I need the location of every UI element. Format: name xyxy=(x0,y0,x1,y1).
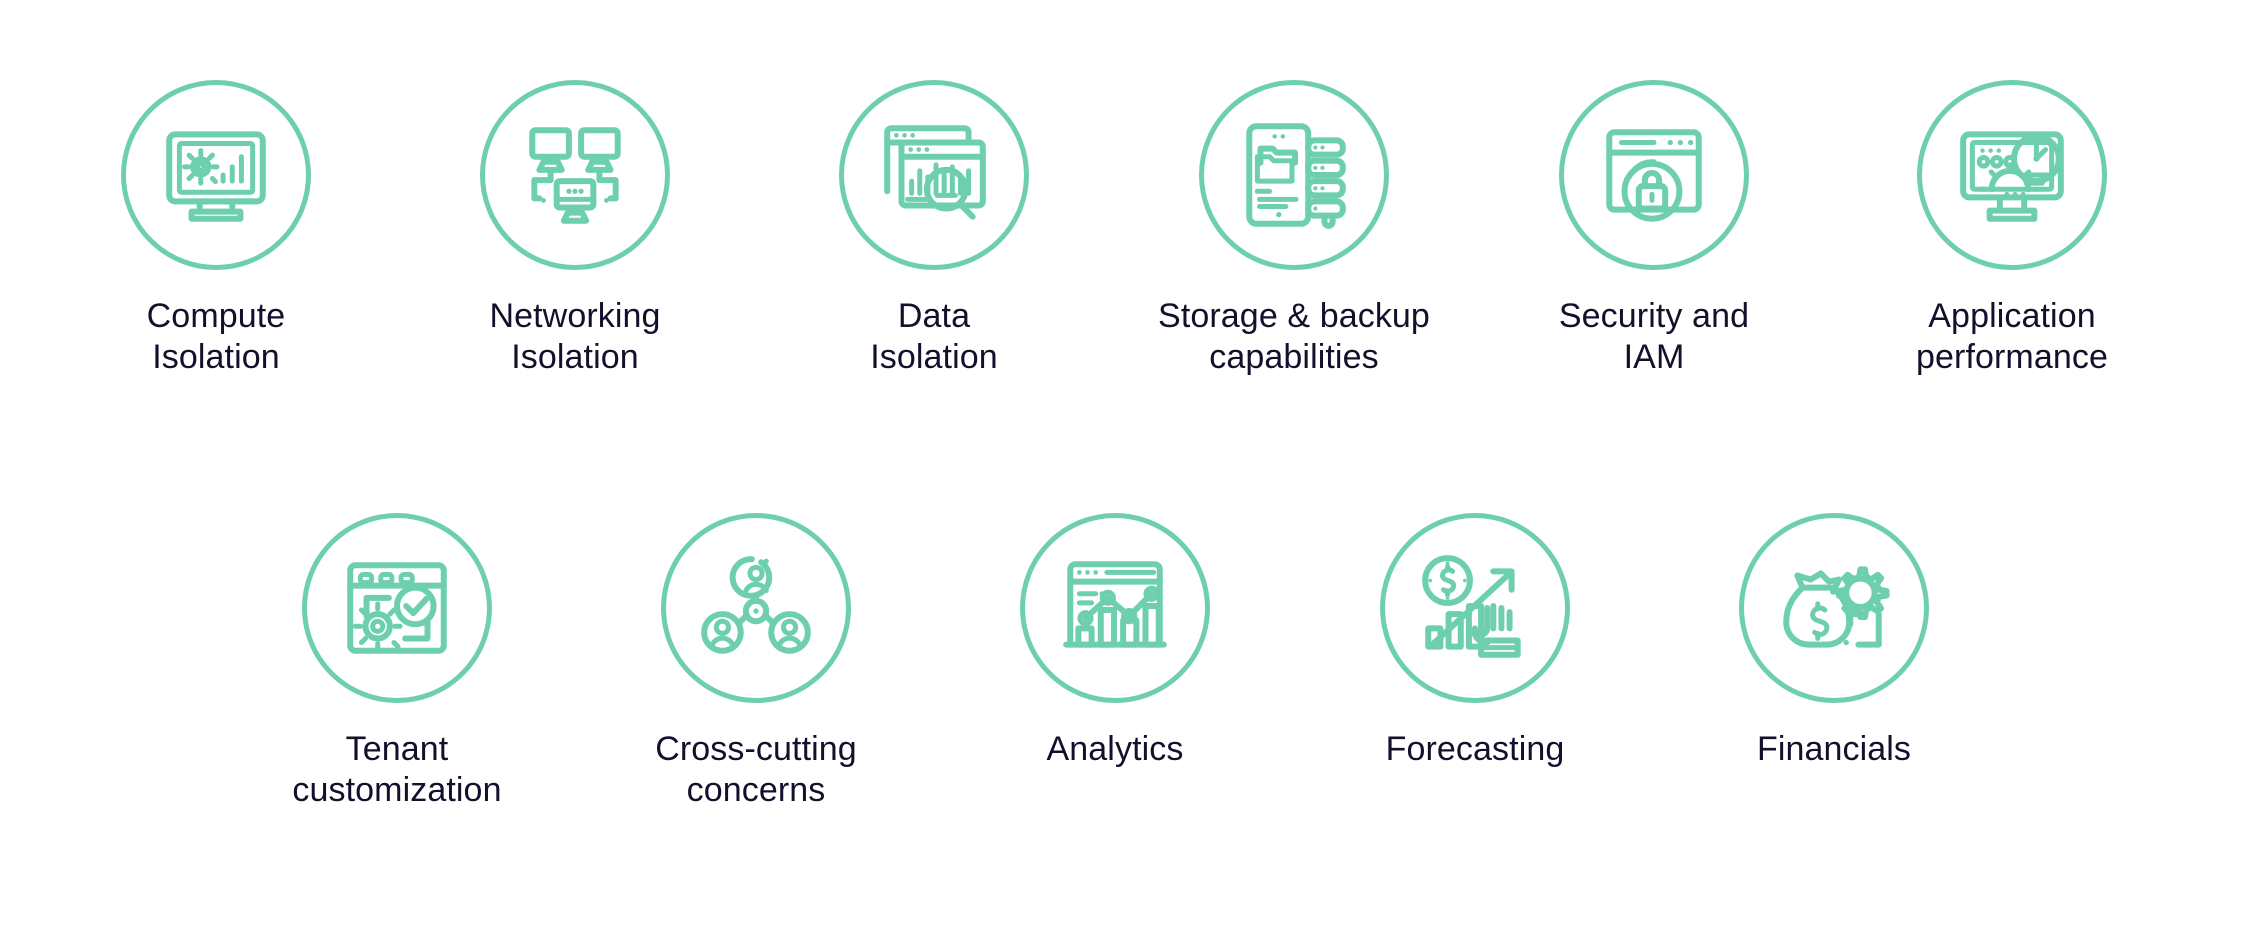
capability-icon-badge xyxy=(480,80,670,270)
browser-padlock-icon xyxy=(1593,114,1715,236)
capability-networking-isolation[interactable]: Networking Isolation xyxy=(425,80,725,379)
coin-growth-hand-icon xyxy=(1414,547,1536,669)
capability-storage-backup[interactable]: Storage & backup capabilities xyxy=(1144,80,1444,379)
capability-label: Cross-cutting concerns xyxy=(655,730,857,810)
network-monitors-icon xyxy=(514,114,636,236)
users-hub-network-icon xyxy=(695,547,817,669)
capability-icon-badge xyxy=(839,80,1029,270)
capability-icon-badge xyxy=(1199,80,1389,270)
capability-cross-cutting-concerns[interactable]: Cross-cutting concerns xyxy=(606,513,906,812)
capability-label: Tenant customization xyxy=(292,730,502,810)
monitor-gauge-gear-icon xyxy=(1951,114,2073,236)
capability-security-iam[interactable]: Security and IAM xyxy=(1504,80,1804,379)
capability-icon-badge xyxy=(661,513,851,703)
capability-icon-badge xyxy=(1739,513,1929,703)
device-folders-servers-icon xyxy=(1233,114,1355,236)
windows-chart-magnifier-icon xyxy=(873,114,995,236)
capability-label: Forecasting xyxy=(1385,730,1565,768)
monitor-gear-chart-icon xyxy=(155,114,277,236)
capability-label: Analytics xyxy=(1046,730,1184,768)
capability-tenant-customization[interactable]: Tenant customization xyxy=(247,513,547,812)
capability-compute-isolation[interactable]: Compute Isolation xyxy=(66,80,366,379)
capability-label: Application performance xyxy=(1916,297,2108,377)
capability-label: Security and IAM xyxy=(1558,297,1750,377)
capability-analytics[interactable]: Analytics xyxy=(965,513,1265,770)
capability-icon-badge xyxy=(1020,513,1210,703)
capability-icon-badge xyxy=(121,80,311,270)
capability-icon-badge xyxy=(1380,513,1570,703)
capability-application-performance[interactable]: Application performance xyxy=(1862,80,2162,379)
capability-financials[interactable]: Financials xyxy=(1684,513,1984,770)
capability-label: Financials xyxy=(1756,730,1912,768)
capability-label: Networking Isolation xyxy=(489,297,661,377)
capability-forecasting[interactable]: Forecasting xyxy=(1325,513,1625,770)
capability-label: Storage & backup capabilities xyxy=(1158,297,1430,377)
capability-label: Data Isolation xyxy=(870,297,998,377)
browser-bars-line-icon xyxy=(1054,547,1176,669)
capability-label: Compute Isolation xyxy=(146,297,286,377)
capability-icon-badge xyxy=(302,513,492,703)
money-bag-gear-icon xyxy=(1773,547,1895,669)
browser-gear-check-icon xyxy=(336,547,458,669)
capability-data-isolation[interactable]: Data Isolation xyxy=(784,80,1084,379)
capability-icon-badge xyxy=(1559,80,1749,270)
capability-icon-badge xyxy=(1917,80,2107,270)
